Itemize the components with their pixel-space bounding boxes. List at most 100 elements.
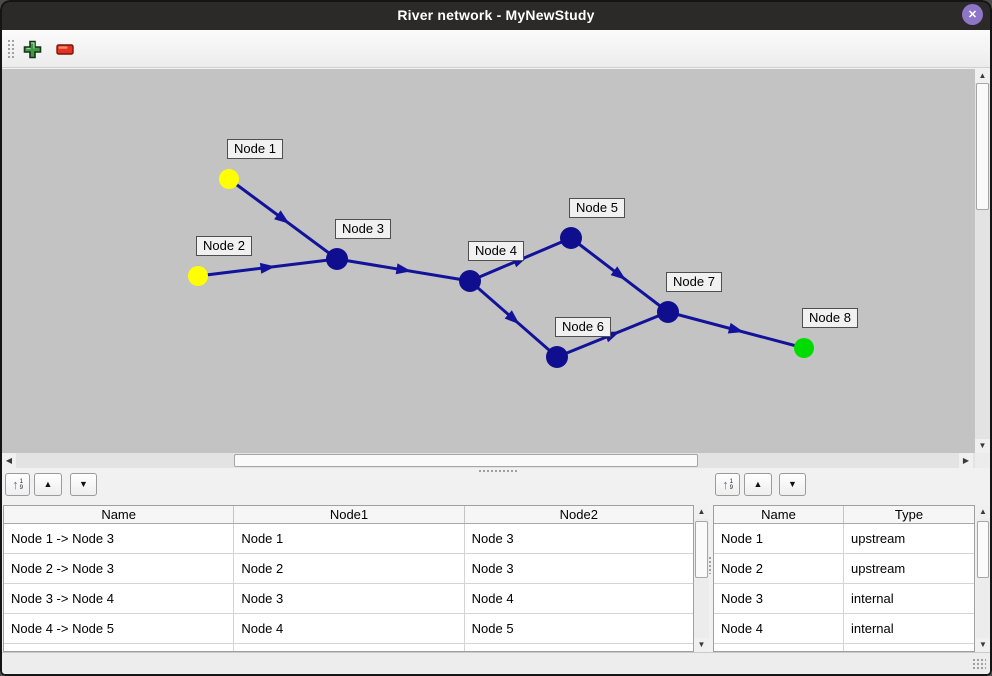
node-label[interactable]: Node 2 — [196, 236, 252, 256]
table-cell: Node 3 — [471, 531, 514, 546]
up-arrow-icon: ▲ — [43, 479, 53, 489]
down-arrow-icon: ▼ — [788, 479, 797, 489]
status-bar — [2, 652, 990, 673]
edges-sort-button[interactable]: ↑ 1 9 — [5, 473, 30, 496]
tables-splitter-handle-icon[interactable] — [708, 556, 713, 574]
edges-move-down-button[interactable]: ▼ — [70, 473, 97, 496]
node-circle[interactable] — [560, 227, 582, 249]
vertical-scroll-thumb[interactable] — [977, 521, 989, 578]
table-row[interactable] — [4, 644, 693, 651]
nodes-sort-button[interactable]: ↑ 1 9 — [715, 473, 740, 496]
canvas-vertical-scrollbar[interactable]: ▲ ▼ — [975, 69, 990, 453]
up-arrow-icon: ▲ — [753, 479, 763, 489]
edge-arrow-icon — [395, 263, 412, 275]
column-header[interactable]: Node2 — [559, 507, 598, 522]
network-canvas[interactable]: Node 1 Node 2 Node 3 Node 4 Node 5 Node 6 Node… — [2, 69, 975, 453]
table-cell: Node 4 — [234, 614, 465, 643]
table-cell — [234, 644, 465, 651]
node-label[interactable]: Node 4 — [468, 241, 524, 261]
scroll-left-icon[interactable]: ◀ — [2, 453, 16, 468]
edge-arrow-icon — [274, 210, 290, 224]
vertical-scroll-thumb[interactable] — [695, 521, 708, 578]
sort-icon: ↑ 1 9 — [722, 477, 733, 492]
node-label[interactable]: Node 6 — [555, 317, 611, 337]
nodes-move-up-button[interactable]: ▲ — [744, 473, 772, 496]
node-circle[interactable] — [188, 266, 208, 286]
column-header[interactable]: Name — [714, 506, 844, 523]
add-node-button[interactable] — [21, 38, 43, 60]
scroll-down-icon[interactable]: ▼ — [975, 439, 990, 453]
table-cell: Node 1 -> Node 3 — [4, 524, 235, 553]
node-label[interactable]: Node 3 — [335, 219, 391, 239]
canvas-horizontal-scrollbar[interactable]: ◀ ▶ — [2, 453, 975, 468]
node-label[interactable]: Node 1 — [227, 139, 283, 159]
scroll-down-icon[interactable]: ▼ — [976, 638, 990, 652]
scroll-up-icon[interactable]: ▲ — [694, 505, 709, 519]
node-circle[interactable] — [219, 169, 239, 189]
edge-arrow-icon — [259, 262, 276, 274]
table-cell: upstream — [851, 531, 906, 546]
vertical-scroll-thumb[interactable] — [976, 83, 989, 210]
table-cell: Node 4 — [714, 614, 844, 643]
node-label[interactable]: Node 5 — [569, 198, 625, 218]
table-cell: Node 4 — [471, 591, 514, 606]
table-cell: Node 2 — [714, 554, 844, 583]
node-circle[interactable] — [794, 338, 814, 358]
splitter-handle-icon[interactable] — [478, 469, 518, 473]
plus-icon — [23, 40, 41, 58]
node-label[interactable]: Node 7 — [666, 272, 722, 292]
node-circle[interactable] — [326, 248, 348, 270]
scroll-down-icon[interactable]: ▼ — [694, 638, 709, 652]
table-cell: Node 3 — [471, 561, 514, 576]
window-title: River network - MyNewStudy — [397, 7, 595, 23]
table-row[interactable] — [714, 644, 974, 651]
nodes-table-scrollbar[interactable]: ▲ ▼ — [976, 505, 990, 652]
remove-node-button[interactable] — [54, 38, 76, 60]
close-icon: ✕ — [967, 9, 978, 21]
toolbar-drag-handle-icon[interactable] — [7, 39, 16, 60]
edge-arrow-icon — [727, 322, 744, 334]
node-circle[interactable] — [657, 301, 679, 323]
column-header[interactable]: Node1 — [234, 506, 465, 523]
scrollbar-corner — [975, 453, 990, 468]
table-cell: Node 4 -> Node 5 — [4, 614, 235, 643]
table-cell — [844, 644, 974, 651]
edges-table-scrollbar[interactable]: ▲ ▼ — [694, 505, 709, 652]
resize-grip-icon[interactable] — [972, 658, 986, 670]
scroll-up-icon[interactable]: ▲ — [975, 69, 990, 83]
minus-icon — [56, 43, 74, 55]
scroll-right-icon[interactable]: ▶ — [959, 453, 973, 468]
scroll-up-icon[interactable]: ▲ — [976, 505, 990, 519]
nodes-move-down-button[interactable]: ▼ — [779, 473, 806, 496]
table-cell: Node 1 — [234, 524, 465, 553]
column-header[interactable]: Type — [894, 507, 924, 522]
edges-move-up-button[interactable]: ▲ — [34, 473, 62, 496]
table-cell: Node 2 -> Node 3 — [4, 554, 235, 583]
close-button[interactable]: ✕ — [962, 4, 983, 25]
table-cell — [465, 644, 693, 651]
pane-splitter[interactable] — [2, 468, 990, 473]
title-bar[interactable]: River network - MyNewStudy ✕ — [0, 0, 992, 30]
horizontal-scroll-thumb[interactable] — [234, 454, 698, 467]
table-cell: Node 3 -> Node 4 — [4, 584, 235, 613]
node-label[interactable]: Node 8 — [802, 308, 858, 328]
table-header-row: Name Type — [714, 506, 974, 524]
sort-icon: ↑ 1 9 — [12, 477, 23, 492]
node-circle[interactable] — [546, 346, 568, 368]
node-circle[interactable] — [459, 270, 481, 292]
table-cell — [714, 644, 844, 651]
column-header[interactable]: Name — [4, 506, 235, 523]
main-toolbar — [2, 30, 990, 68]
